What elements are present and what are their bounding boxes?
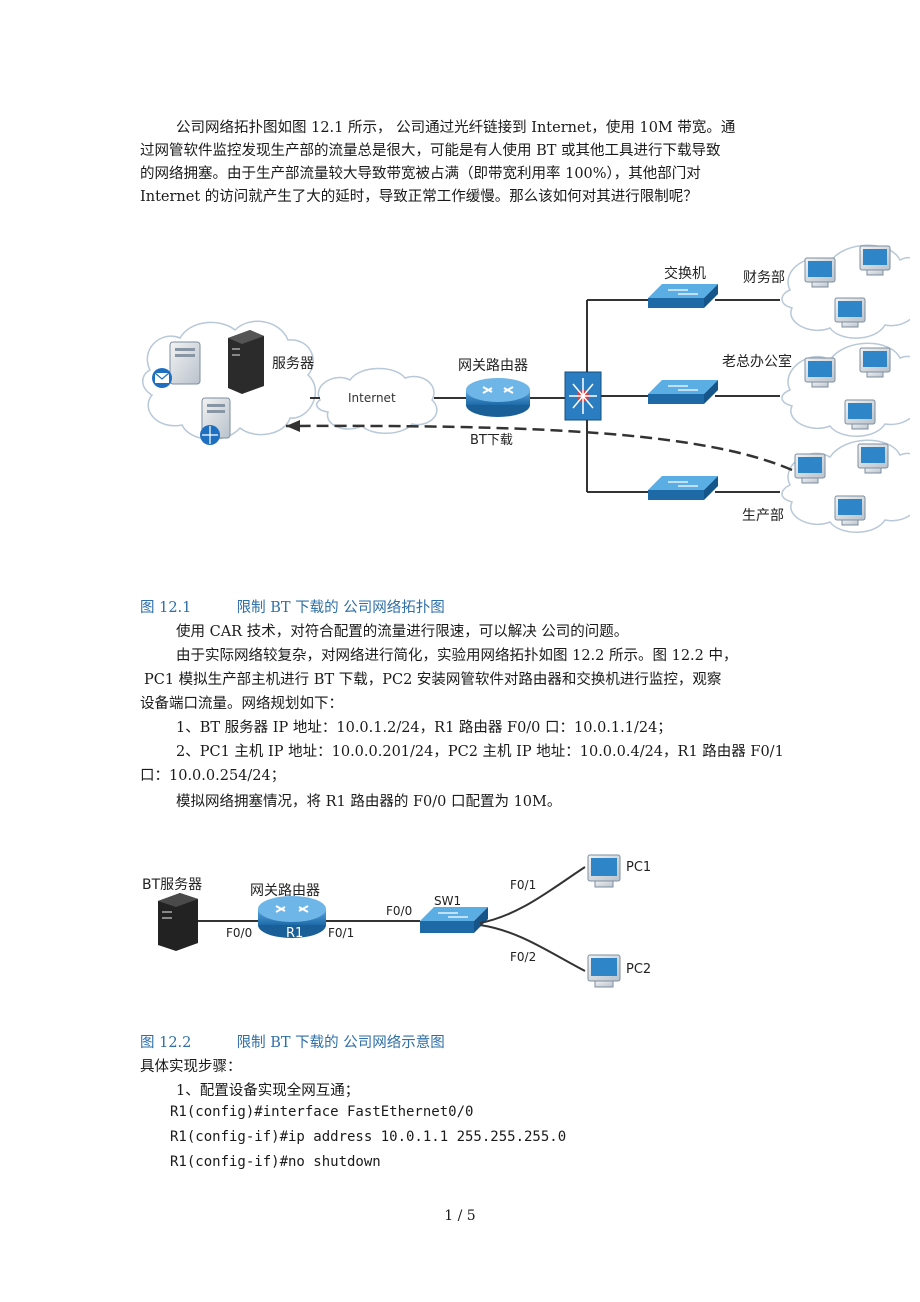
core-switch-icon: [564, 371, 602, 421]
server-label: 服务器: [272, 356, 314, 372]
figure-2-title: 限制 BT 下载的 公司网络示意图: [236, 1035, 445, 1051]
ceo-office-label: 老总办公室: [722, 353, 792, 370]
sw1-f0-0-label: F0/0: [386, 904, 412, 918]
pc1-label: PC1: [626, 860, 651, 875]
sw1-switch-icon: [420, 907, 488, 933]
sw1-f0-1-label: F0/1: [510, 878, 536, 892]
web-server-icon: [200, 397, 231, 445]
bt-download-arrow: [285, 424, 793, 472]
router-label-2: 网关路由器: [250, 883, 320, 899]
sw1-label: SW1: [434, 894, 461, 908]
server-icon: [228, 330, 264, 394]
plan-item-1: 1、BT 服务器 IP 地址：10.0.1.2/24，R1 路由器 F0/0 口…: [176, 720, 672, 736]
pc1-icon: [587, 854, 621, 888]
switch-label: 交换机: [664, 265, 706, 282]
finance-label: 财务部: [743, 270, 785, 286]
figure-1-caption: 图 12.1 限制 BT 下载的 公司网络拓扑图: [140, 596, 445, 617]
topology-text-1: 由于实际网络较复杂，对网络进行简化，实验用网络拓扑如图 12.2 所示。图 12…: [176, 648, 738, 664]
switch-ceo-icon: [648, 380, 718, 404]
code-line-2: R1(config-if)#ip address 10.0.1.1 255.25…: [170, 1129, 567, 1145]
intro-line-3: 的网络拥塞。由于生产部流量较大导致带宽被占满（即带宽利用率 100%），其他部门…: [140, 166, 701, 182]
page-number: 1 / 5: [444, 1208, 476, 1224]
code-line-3: R1(config-if)#no shutdown: [170, 1154, 381, 1170]
experiment-topology-figure: BT服务器 F0/0 网关路由器 R1 F0/1 F0/0 SW1 F0/1 F…: [142, 854, 651, 988]
gateway-router-icon: [466, 378, 530, 417]
production-label: 生产部: [742, 508, 784, 524]
mail-server-icon: [152, 341, 201, 388]
intro-line-4: Internet 的访问就产生了大的延时，导致正常工作缓慢。那么该如何对其进行限…: [140, 189, 698, 205]
car-text: 使用 CAR 技术，对符合配置的流量进行限速，可以解决 公司的问题。: [176, 624, 629, 640]
internet-label: Internet: [348, 391, 396, 405]
r1-f0-1-label: F0/1: [328, 926, 354, 940]
bt-server-label: BT服务器: [142, 877, 202, 893]
switch-production-icon: [648, 476, 718, 500]
switch-finance-icon: [648, 284, 718, 308]
r1-router-icon: [258, 896, 326, 938]
topology-text-2: PC1 模拟生产部主机进行 BT 下载，PC2 安装网管软件对路由器和交换机进行…: [144, 672, 722, 688]
step-1: 1、配置设备实现全网互通；: [176, 1083, 360, 1099]
r1-label: R1: [286, 926, 303, 941]
congestion-text: 模拟网络拥塞情况，将 R1 路由器的 F0/0 口配置为 10M。: [176, 794, 562, 810]
plan-item-2-cont: 口：10.0.0.254/24；: [140, 768, 286, 784]
network-topology-figure: 服务器 Internet 网关路由器: [142, 244, 910, 533]
figure-1-number: 图 12.1: [140, 600, 192, 616]
internet-cloud: [315, 367, 438, 434]
bt-download-label: BT下载: [470, 433, 513, 448]
topology-text-3: 设备端口流量。网络规划如下：: [140, 696, 343, 712]
figure-1-title: 限制 BT 下载的 公司网络拓扑图: [236, 600, 445, 616]
steps-title: 具体实现步骤：: [140, 1059, 242, 1075]
plan-item-2: 2、PC1 主机 IP 地址：10.0.0.201/24，PC2 主机 IP 地…: [176, 744, 784, 760]
code-line-1: R1(config)#interface FastEthernet0/0: [170, 1104, 474, 1120]
pc2-icon: [587, 954, 621, 988]
router-label: 网关路由器: [458, 358, 528, 374]
figure-2-number: 图 12.2: [140, 1035, 192, 1051]
sw1-f0-2-label: F0/2: [510, 950, 536, 964]
intro-line-1: 公司网络拓扑图如图 12.1 所示， 公司通过光纤链接到 Internet，使用…: [176, 120, 736, 136]
figure-2-caption: 图 12.2 限制 BT 下载的 公司网络示意图: [140, 1031, 445, 1052]
bt-server-icon: [158, 893, 198, 951]
r1-f0-0-label: F0/0: [226, 926, 252, 940]
intro-line-2: 过网管软件监控发现生产部的流量总是很大，可能是有人使用 BT 或其他工具进行下载…: [140, 143, 721, 159]
pc2-label: PC2: [626, 962, 651, 977]
